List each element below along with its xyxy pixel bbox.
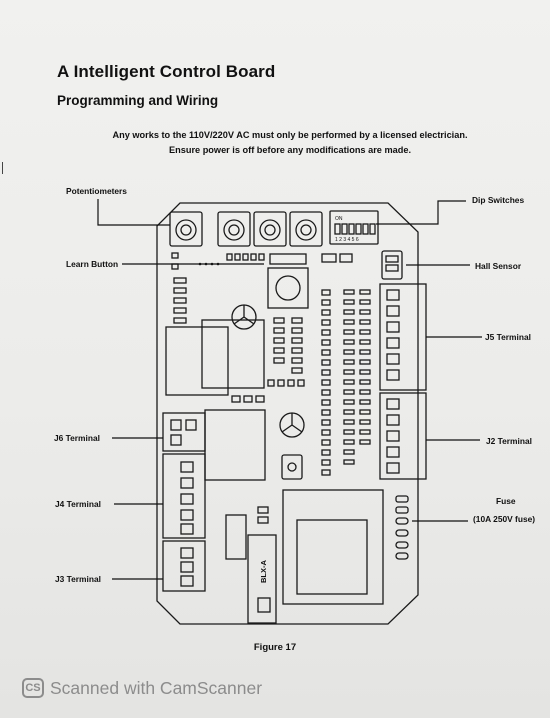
figure-caption: Figure 17: [253, 642, 297, 653]
relay-blx-a: [247, 534, 277, 624]
warning-line-1: Any works to the 110V/220V AC must only …: [112, 130, 468, 140]
margin-mark: [2, 162, 3, 174]
safety-warning: Any works to the 110V/220V AC must only …: [80, 128, 500, 158]
transformer-core: [296, 519, 368, 595]
label-j4-terminal: J4 Terminal: [55, 499, 101, 509]
small-relay: [225, 514, 247, 560]
page-title: A Intelligent Control Board: [57, 62, 276, 81]
middle-chip-column: [273, 289, 331, 476]
label-potentiometers: Potentiometers: [66, 186, 127, 196]
hall-sensor-connector: [381, 250, 403, 280]
relay-label: BLX-A: [259, 560, 268, 583]
learn-button-circle: [275, 275, 301, 301]
camscanner-watermark: CS Scanned with CamScanner: [22, 676, 262, 700]
relay-block: [204, 409, 266, 481]
leader-lines: [97, 199, 482, 580]
optocoupler: [281, 454, 303, 480]
top-components: [171, 252, 353, 270]
camscanner-logo-icon: CS: [22, 678, 44, 698]
label-fuse: Fuse: [496, 496, 516, 506]
j4-terminal: [162, 453, 206, 539]
label-dip-switches: Dip Switches: [472, 195, 525, 205]
warning-line-2: Ensure power is off before any modificat…: [169, 145, 411, 155]
dip-switch-block: [329, 210, 379, 245]
right-component-column: [343, 289, 371, 465]
leader-dip-switches: [376, 200, 466, 225]
main-ic: [165, 326, 229, 396]
label-j2-terminal: J2 Terminal: [486, 436, 532, 446]
diode-row: [231, 379, 305, 403]
label-fuse-rating: (10A 250V fuse): [473, 514, 536, 524]
watermark-text: Scanned with CamScanner: [50, 677, 263, 698]
j6-terminal: [162, 412, 206, 452]
label-j3-terminal: J3 Terminal: [55, 574, 101, 584]
dip-on-label: ON: [335, 216, 343, 222]
potentiometer-group: [169, 211, 323, 247]
j3-terminal: [162, 540, 206, 592]
transformer: [282, 489, 384, 605]
label-j5-terminal: J5 Terminal: [485, 332, 531, 342]
learn-button-housing: [267, 267, 309, 309]
dip-switch-keys: [334, 223, 376, 235]
label-learn-button: Learn Button: [66, 259, 119, 269]
leader-potentiometers: [97, 199, 170, 226]
left-resistor-column: [173, 277, 187, 324]
label-hall-sensor: Hall Sensor: [475, 261, 522, 271]
page-subtitle: Programming and Wiring: [57, 93, 219, 108]
label-j6-terminal: J6 Terminal: [54, 433, 100, 443]
j2-terminal: [379, 392, 427, 480]
dip-numbers: 1 2 3 4 5 6: [335, 237, 359, 243]
board-outline: [156, 202, 419, 625]
fuse: [395, 517, 409, 525]
